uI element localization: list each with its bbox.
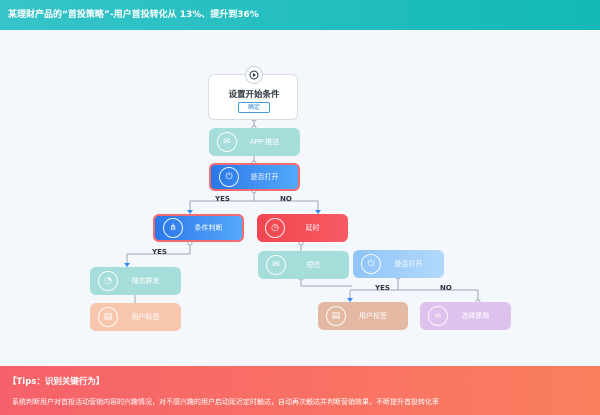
power-icon: ⏻ <box>361 254 381 274</box>
branch-icon: ⋔ <box>163 218 183 238</box>
node-label: 选择策略 <box>461 312 490 320</box>
timer-icon: ◷ <box>265 218 285 238</box>
node-delay[interactable]: ◷ 延时 <box>257 214 348 242</box>
tips-panel: 【Tips：识别关键行为】 系统判断用户对首投活动营销内容的兴趣情况，对不感兴趣… <box>0 366 600 415</box>
node-label: 短信 <box>306 261 321 269</box>
message-icon: ✉ <box>217 132 237 152</box>
node-label: 是否打开 <box>250 173 279 181</box>
node-app-push[interactable]: ✉ APP-推送 <box>209 128 300 156</box>
header-bar: 某理财产品的“首投策略”-用户首投转化从 13%、提升到36% <box>0 0 600 30</box>
node-user-tag-2[interactable]: ▤ 用户标签 <box>318 302 408 330</box>
node-is-open-2[interactable]: ⏻ 是否打开 <box>353 250 444 278</box>
play-icon[interactable] <box>245 66 263 84</box>
node-user-tag-1[interactable]: ▤ 用户标签 <box>90 303 181 331</box>
wechat-icon: ◔ <box>98 271 118 291</box>
node-label: APP-推送 <box>249 138 280 146</box>
branch-yes-label: YES <box>152 248 167 256</box>
tag-icon: ▤ <box>326 306 346 326</box>
tips-body: 系统判断用户对首投活动营销内容的兴趣情况，对不感兴趣的用户启动延迟定时触达，自动… <box>12 398 439 406</box>
node-select-strategy[interactable]: ∞ 选择策略 <box>420 302 511 330</box>
node-label: 条件判断 <box>194 224 223 232</box>
node-label: 是否打开 <box>394 260 423 268</box>
branch-yes-label: YES <box>215 195 230 203</box>
node-label: 用户标签 <box>131 313 160 321</box>
node-label: 微信群发 <box>131 277 160 285</box>
node-sms[interactable]: ✉ 短信 <box>258 251 349 279</box>
node-label: 延时 <box>305 224 320 232</box>
link-icon: ∞ <box>428 306 448 326</box>
node-is-open-1[interactable]: ⏻ 是否打开 <box>209 163 300 191</box>
tips-heading: 【Tips：识别关键行为】 <box>8 377 105 387</box>
node-wechat[interactable]: ◔ 微信群发 <box>90 267 181 295</box>
node-condition[interactable]: ⋔ 条件判断 <box>153 214 244 242</box>
start-condition-title: 设置开始条件 <box>228 90 280 100</box>
branch-no-label: NO <box>440 284 452 292</box>
node-label: 用户标签 <box>359 312 387 320</box>
branch-yes-label: YES <box>375 284 390 292</box>
tag-icon: ▤ <box>98 307 118 327</box>
power-icon: ⏻ <box>219 167 239 187</box>
sms-icon: ✉ <box>266 255 286 275</box>
start-condition-card[interactable]: 设置开始条件 确定 <box>208 66 298 120</box>
branch-no-label: NO <box>280 195 292 203</box>
confirm-button[interactable]: 确定 <box>238 102 270 113</box>
page-title: 某理财产品的“首投策略”-用户首投转化从 13%、提升到36% <box>8 10 259 20</box>
